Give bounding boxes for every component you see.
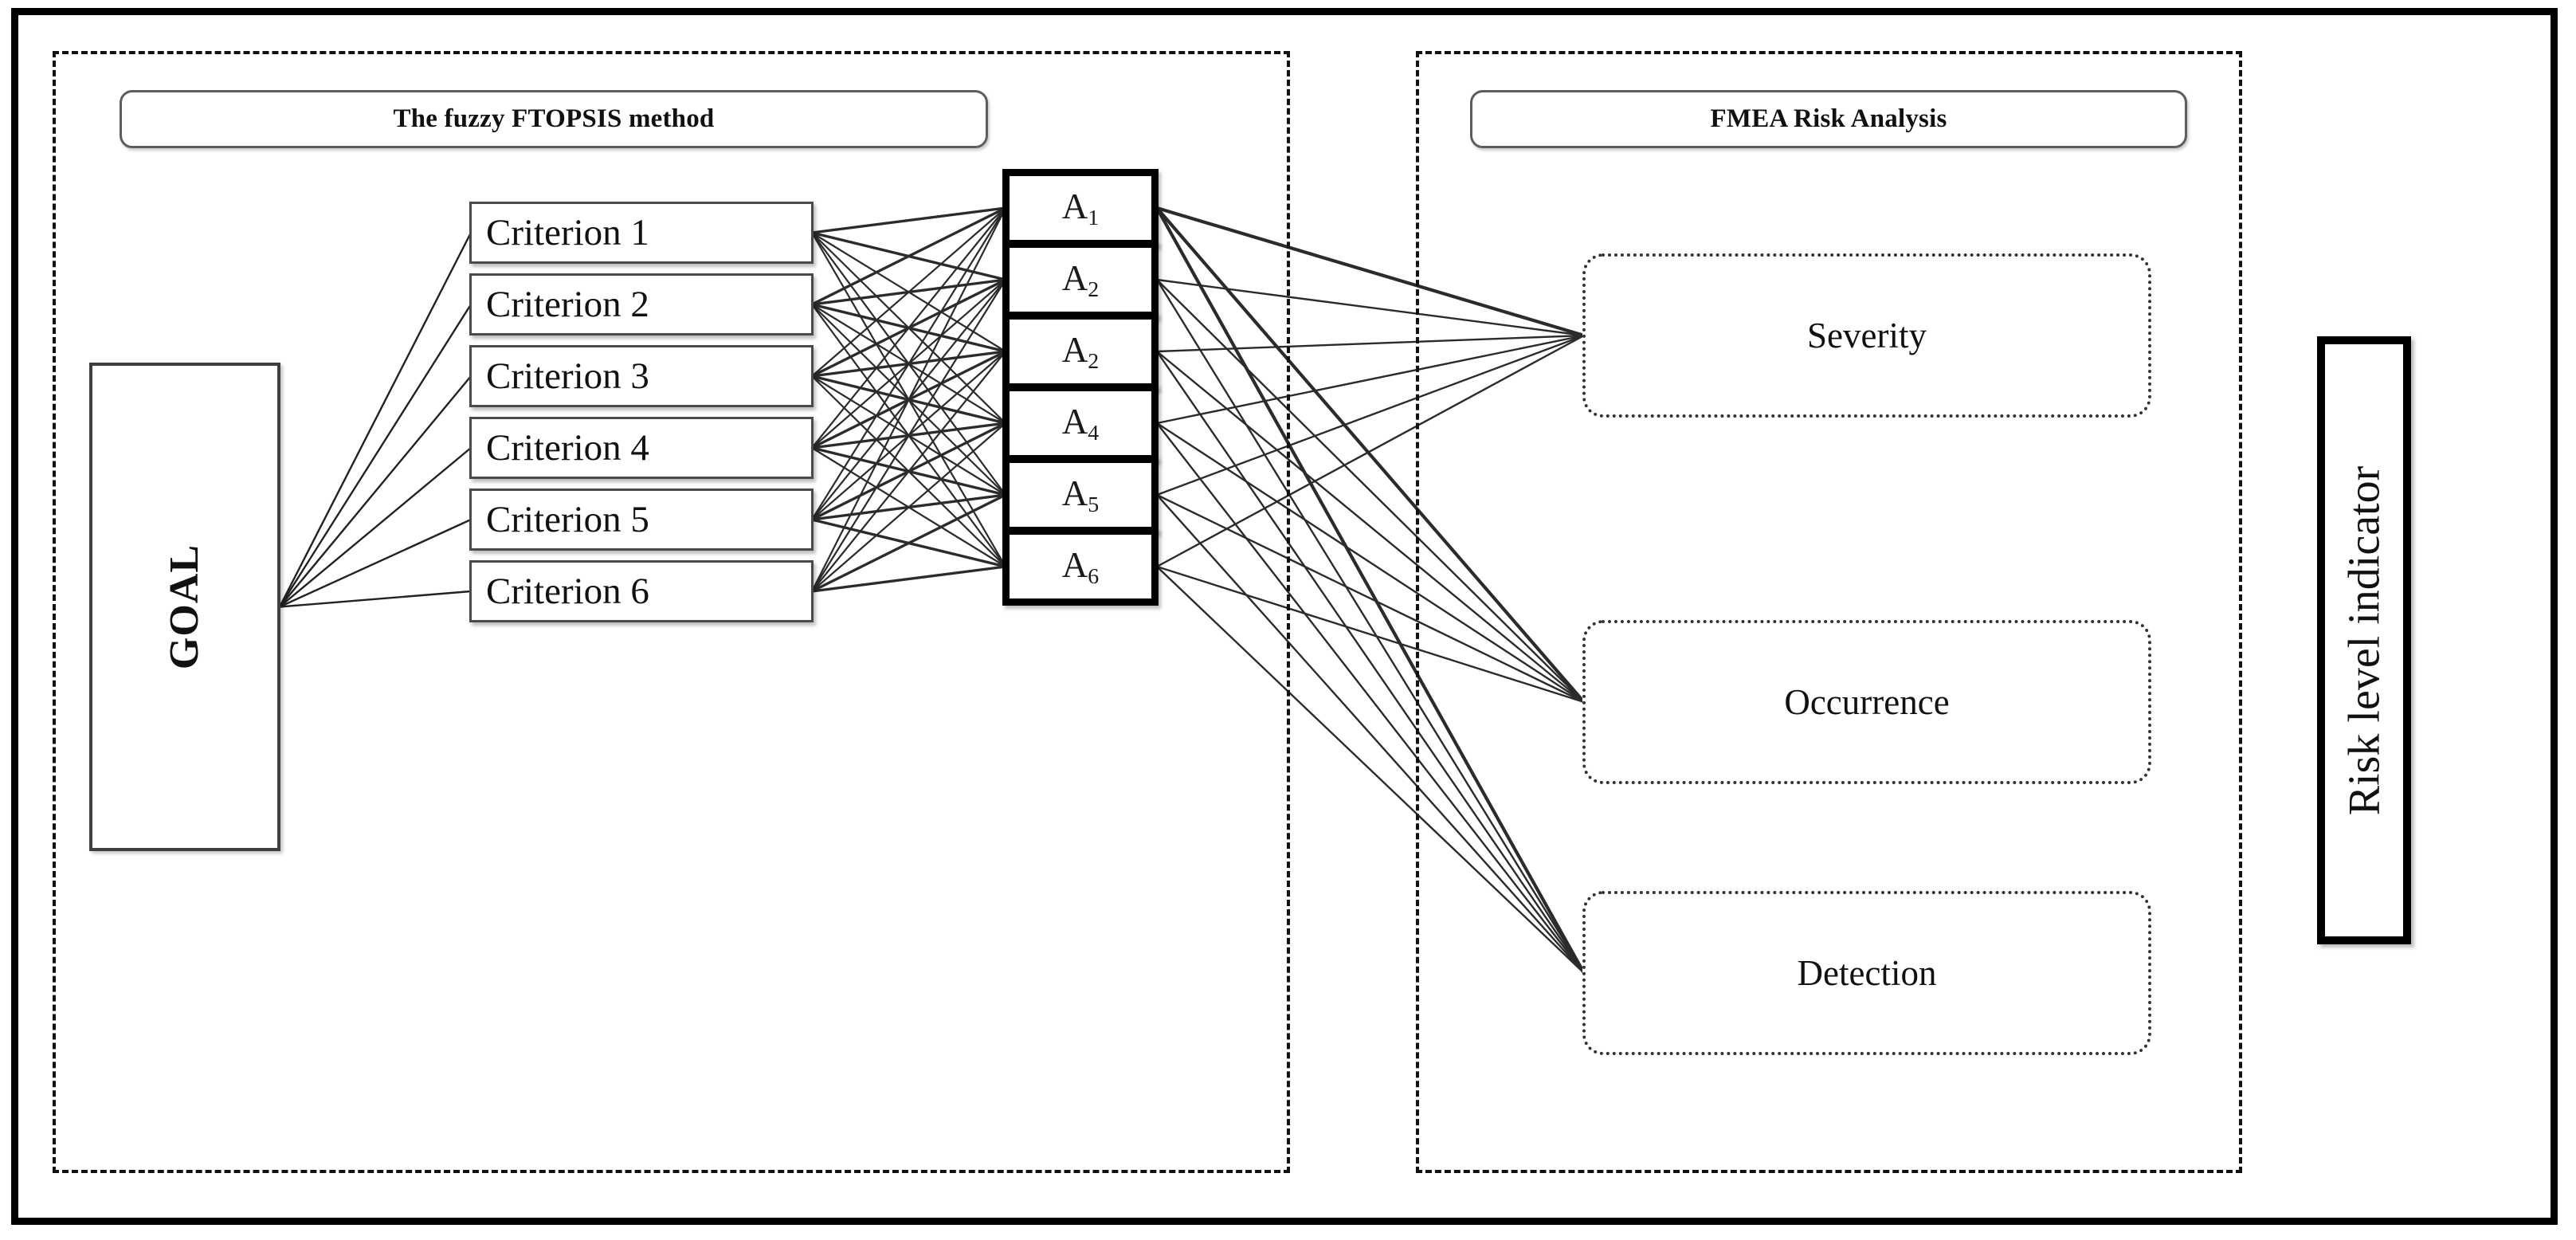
alternative-box-6[interactable]: A6 — [1002, 528, 1159, 606]
fmea-factor-label: Detection — [1797, 953, 1937, 993]
risk-indicator-label-wrapper: Risk level indicator — [2325, 344, 2403, 936]
criterion-box-6[interactable]: Criterion 6 — [469, 560, 814, 622]
panel-title-ftopsis: The fuzzy FTOPSIS method — [120, 90, 988, 148]
criterion-box-1[interactable]: Criterion 1 — [469, 202, 814, 264]
alternative-box-4[interactable]: A4 — [1002, 384, 1159, 462]
alternative-label: A1 — [1061, 186, 1100, 230]
risk-indicator-label: Risk level indicator — [2339, 465, 2390, 815]
goal-box[interactable]: GOAL — [89, 363, 280, 851]
criterion-label: Criterion 6 — [486, 571, 649, 612]
fmea-factor-detection[interactable]: Detection — [1582, 891, 2151, 1055]
criterion-label: Criterion 2 — [486, 284, 649, 325]
fmea-factor-label: Occurrence — [1784, 682, 1950, 722]
alternative-box-5[interactable]: A5 — [1002, 456, 1159, 534]
criterion-box-4[interactable]: Criterion 4 — [469, 417, 814, 479]
alternative-label: A2 — [1061, 257, 1100, 302]
risk-level-indicator-box[interactable]: Risk level indicator — [2317, 336, 2411, 944]
alternative-box-3[interactable]: A2 — [1002, 312, 1159, 390]
alternative-label: A5 — [1061, 473, 1100, 517]
criterion-label: Criterion 3 — [486, 355, 649, 397]
criterion-box-2[interactable]: Criterion 2 — [469, 273, 814, 336]
criterion-box-5[interactable]: Criterion 5 — [469, 489, 814, 551]
fmea-factor-severity[interactable]: Severity — [1582, 253, 2151, 418]
criterion-box-3[interactable]: Criterion 3 — [469, 345, 814, 407]
alternative-box-1[interactable]: A1 — [1002, 169, 1159, 247]
fmea-factor-occurrence[interactable]: Occurrence — [1582, 620, 2151, 784]
panel-title-fmea: FMEA Risk Analysis — [1470, 90, 2187, 148]
alternative-label: A2 — [1061, 329, 1100, 374]
criterion-label: Criterion 1 — [486, 212, 649, 253]
panel-fmea — [1416, 51, 2242, 1173]
alternative-label: A6 — [1061, 544, 1100, 589]
criterion-label: Criterion 5 — [486, 499, 649, 540]
fmea-factor-label: Severity — [1807, 316, 1927, 355]
goal-label: GOAL — [162, 543, 208, 670]
alternative-box-2[interactable]: A2 — [1002, 241, 1159, 319]
alternative-label: A4 — [1061, 401, 1100, 445]
goal-label-wrapper: GOAL — [92, 366, 277, 848]
criterion-label: Criterion 4 — [486, 427, 649, 469]
panel-ftopsis — [53, 51, 1290, 1173]
